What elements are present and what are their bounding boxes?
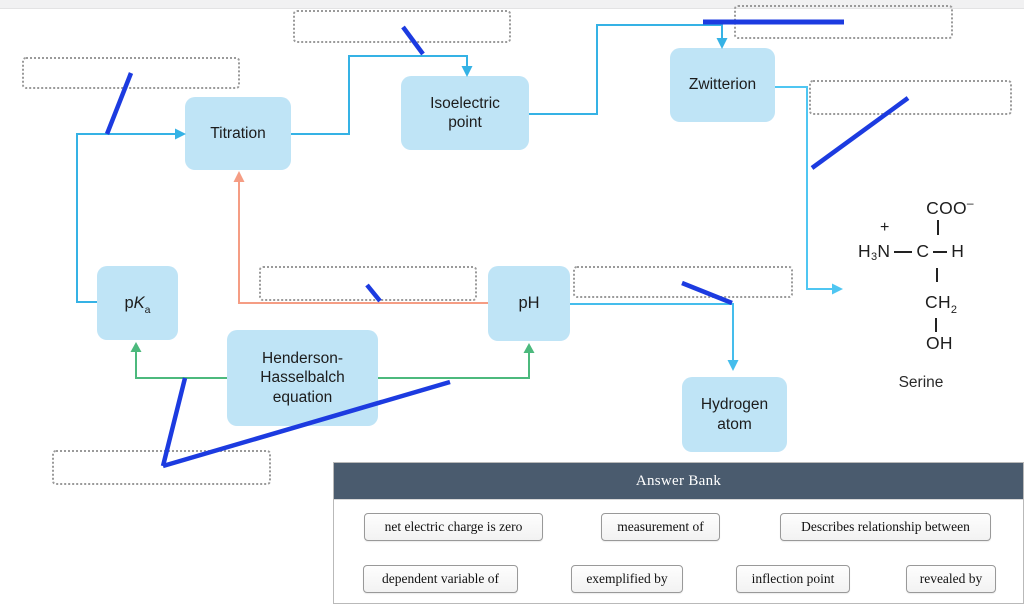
serine-label: Serine — [898, 374, 944, 391]
arrowhead-salmon-into-titration — [233, 171, 245, 182]
answer-item-exemplified-by[interactable]: exemplified by — [571, 565, 683, 593]
serine-coo-group: COO– — [926, 196, 974, 218]
serine-ch2-group: CH2 — [925, 292, 958, 316]
line-henderson-to-ph — [378, 352, 530, 379]
node-ph-label: pH — [518, 294, 540, 313]
answer-item-measurement-of[interactable]: measurement of — [601, 513, 720, 541]
answer-item-revealed-by[interactable]: revealed by — [906, 565, 996, 593]
drop-target-henderson[interactable] — [52, 450, 271, 485]
node-isoelectric-line2: point — [448, 114, 482, 131]
serine-oh-group: OH — [926, 333, 953, 353]
line-ph-to-hydrogen — [570, 303, 734, 362]
serine-plus-charge: + — [880, 219, 890, 236]
drop-target-zwitterion-serine[interactable] — [809, 80, 1012, 115]
node-henderson-line3: equation — [272, 388, 333, 406]
serine-bond-ch2-oh — [935, 318, 937, 332]
node-zwitterion: Zwitterion — [670, 48, 775, 122]
answer-item-dependent-variable[interactable]: dependent variable of — [363, 565, 518, 593]
serine-bond-coo-c — [937, 220, 939, 235]
node-hydrogen-atom: Hydrogen atom — [682, 377, 787, 452]
answer-bank-panel: Answer Bank net electric charge is zero … — [333, 462, 1024, 604]
node-henderson-hasselbalch: Henderson- Hasselbalch equation — [227, 330, 378, 426]
drop-target-ph-titration[interactable] — [259, 266, 477, 301]
serine-bond-c-h — [933, 250, 948, 253]
answer-item-inflection-point[interactable]: inflection point — [736, 565, 850, 593]
drop-target-isoelectric-zwitterion[interactable] — [734, 5, 953, 39]
drop-target-ph-hydrogen[interactable] — [573, 266, 793, 298]
line-zwitterion-to-serine — [775, 86, 834, 290]
node-isoelectric-point: Isoelectric point — [401, 76, 529, 150]
arrowhead-into-serine — [832, 283, 843, 295]
serine-bond-n-c — [894, 250, 913, 253]
node-zwitterion-label: Zwitterion — [688, 76, 757, 94]
arrowhead-into-hydrogen — [727, 360, 739, 371]
line-henderson-to-pka — [135, 351, 227, 379]
node-isoelectric-line1: Isoelectric — [430, 94, 500, 112]
node-titration-label: Titration — [210, 124, 266, 142]
arrowhead-green-into-pka — [130, 342, 142, 352]
node-henderson-line2: Hasselbalch — [260, 369, 345, 387]
node-pka-label: pKa — [124, 293, 151, 316]
answer-bank-title: Answer Bank — [635, 472, 722, 489]
answer-item-net-electric-charge[interactable]: net electric charge is zero — [364, 513, 543, 541]
node-pka: pKa — [97, 266, 178, 340]
node-hydrogen-line2: atom — [717, 415, 752, 433]
answer-bank-header: Answer Bank — [334, 463, 1023, 500]
node-hydrogen-line1: Hydrogen — [700, 396, 769, 414]
serine-bond-c-ch2 — [936, 268, 938, 282]
arrowhead-green-into-ph — [523, 343, 535, 353]
node-henderson-line1: Henderson- — [262, 349, 343, 367]
drop-target-pka-titration[interactable] — [22, 57, 240, 89]
window-top-strip — [0, 0, 1024, 9]
drop-target-titration-isoelectric[interactable] — [293, 10, 511, 43]
answer-item-describes-relationship[interactable]: Describes relationship between — [780, 513, 991, 541]
node-titration: Titration — [185, 97, 291, 170]
node-ph: pH — [488, 266, 570, 341]
